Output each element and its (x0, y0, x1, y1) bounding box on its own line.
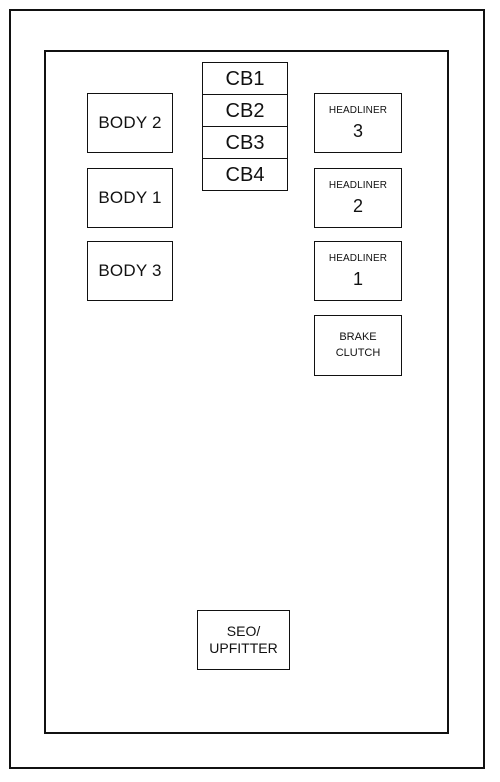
headliner-1-fuse: HEADLINER 1 (314, 241, 402, 301)
cb3-breaker: CB3 (202, 126, 288, 159)
fuse-block-outer-frame (9, 9, 485, 769)
upfitter-label: UPFITTER (209, 640, 278, 656)
headliner-1-number: 1 (352, 268, 363, 289)
body-1-label: BODY 1 (98, 187, 162, 207)
cb2-breaker: CB2 (202, 94, 288, 127)
body-2-fuse: BODY 2 (87, 93, 173, 153)
brake-clutch-fuse: BRAKE CLUTCH (314, 315, 402, 376)
seo-label: SEO/ (226, 622, 261, 639)
cb2-label: CB2 (225, 99, 265, 122)
headliner-2-number: 2 (352, 195, 363, 216)
headliner-3-fuse: HEADLINER 3 (314, 93, 402, 153)
fuse-block-panel (44, 50, 449, 734)
cb1-label: CB1 (225, 67, 265, 90)
headliner-2-label: HEADLINER (328, 179, 388, 191)
headliner-2-fuse: HEADLINER 2 (314, 168, 402, 228)
clutch-label: CLUTCH (335, 346, 381, 359)
cb4-breaker: CB4 (202, 158, 288, 191)
body-2-label: BODY 2 (98, 112, 162, 132)
brake-label: BRAKE (339, 330, 377, 343)
cb4-label: CB4 (225, 163, 265, 186)
body-3-fuse: BODY 3 (87, 241, 173, 301)
cb1-breaker: CB1 (202, 62, 288, 95)
body-1-fuse: BODY 1 (87, 168, 173, 228)
body-3-label: BODY 3 (98, 260, 162, 280)
headliner-3-number: 3 (352, 120, 363, 141)
seo-upfitter-fuse: SEO/ UPFITTER (197, 610, 290, 670)
headliner-3-label: HEADLINER (328, 104, 388, 116)
headliner-1-label: HEADLINER (328, 252, 388, 264)
cb3-label: CB3 (225, 131, 265, 154)
